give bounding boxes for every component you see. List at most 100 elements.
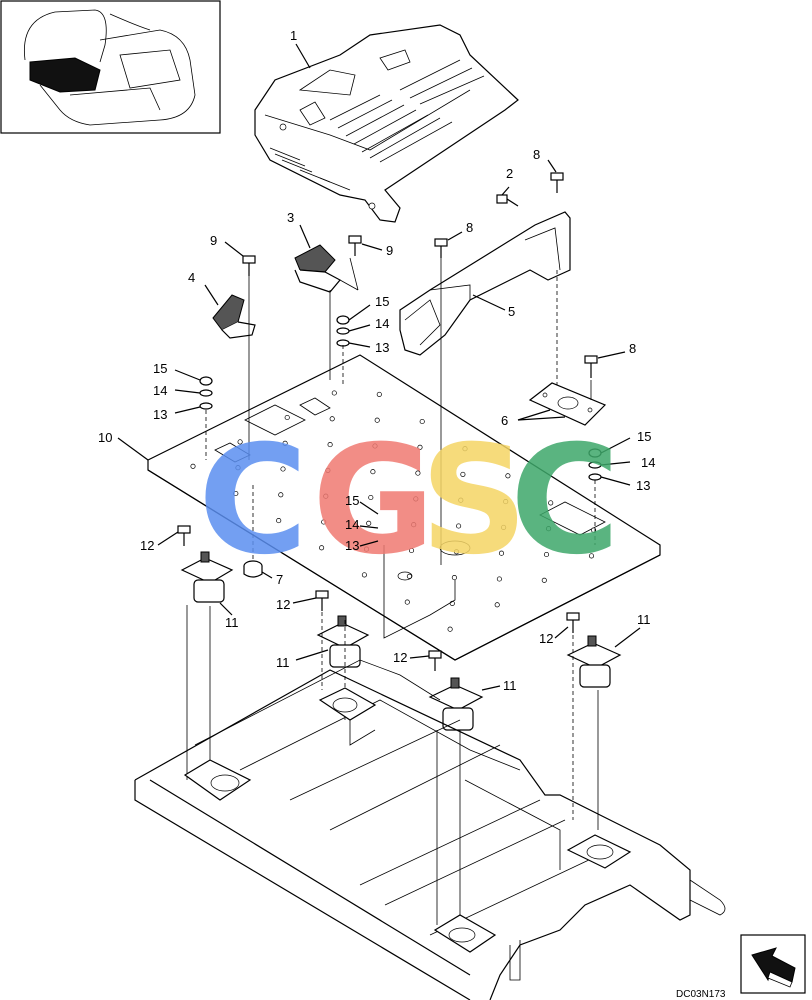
plate-hole [280,466,286,472]
plate-hole [543,551,550,558]
plate-hole [453,549,460,555]
plate-hole [541,577,547,583]
plate-part-6 [517,382,607,426]
plate-hole [413,496,419,502]
plate-hole [404,599,410,605]
plate-hole [329,416,335,422]
plate-hole [374,417,380,423]
callout-12-a: 12 [140,538,154,553]
callout-7: 7 [276,572,283,587]
plate-hole [501,524,507,530]
callout-15-upper: 15 [375,294,389,309]
mount-part-11-c [428,677,501,731]
plate-hole [460,471,466,477]
plate-hole [370,469,376,475]
callout-14-center: 14 [345,517,359,532]
bolt-part-12-c [554,612,580,639]
plate-hole [368,494,374,501]
plate-hole [494,602,500,608]
callout-13-right: 13 [636,478,650,493]
plate-hole [451,575,457,581]
watermark-letter-4: C [510,414,620,588]
bolt-part-9-left [224,241,256,276]
locator-inset [0,0,221,134]
mount-part-11-b [295,615,370,668]
callout-11-c: 11 [503,678,517,693]
bolt-part-8-right [584,351,626,378]
plate-hole [419,418,425,425]
callout-9-left: 9 [210,233,217,248]
bolt-part-8-top [547,159,564,193]
plate-hole [278,492,284,498]
plate-hole [447,626,453,632]
plate-hole [372,443,378,449]
plate-hole [190,463,196,469]
washer-stack-left [174,369,213,414]
callout-3: 3 [287,210,294,225]
callout-12-b: 12 [276,597,290,612]
plate-hole [325,467,331,473]
callout-12-c: 12 [539,631,553,646]
plate-hole [319,545,325,551]
watermark-letter-3: S [420,414,528,588]
plug-part-7 [243,560,273,579]
orientation-arrow-icon [740,934,806,994]
plate-hole [284,414,290,421]
plate-hole [331,390,337,396]
callout-15-center: 15 [345,493,359,508]
plate-hole [546,526,552,532]
callout-6: 6 [501,413,508,428]
plate-hole [505,473,511,479]
drawing-code: DC03N173 [676,989,726,1000]
floor-mat-part-1 [254,24,519,223]
bolt-part-12-d [409,650,442,671]
bolt-part-12-a [157,525,191,546]
callout-13-left: 13 [153,407,167,422]
callout-13-center: 13 [345,538,359,553]
plate-hole [503,499,509,505]
callout-8-top: 8 [533,147,540,162]
callout-14-left: 14 [153,383,167,398]
callout-14-upper: 14 [375,316,389,331]
callout-5: 5 [508,304,515,319]
callout-12-d: 12 [393,650,407,665]
plate-hole [498,550,505,556]
plate-hole [411,522,417,528]
callout-1: 1 [290,28,297,43]
plate-hole [588,553,595,559]
plate-hole [233,490,239,497]
plate-hole [327,442,333,448]
floor-plate-part-10 [117,354,661,661]
bracket-part-5 [399,211,571,356]
plate-hole [417,444,423,450]
callout-14-right: 14 [641,455,655,470]
pedal-part-3 [294,224,359,293]
callout-11-d: 11 [637,612,651,627]
plate-hole-pattern [190,390,597,632]
watermark-letter-2: G [312,414,435,588]
callout-4: 4 [188,270,195,285]
machine-base-frame [134,659,726,1000]
plate-hole [458,497,464,503]
callout-labels: 1 2 3 4 5 6 7 8 8 8 9 9 10 11 11 11 11 1… [98,28,655,693]
callout-9-right: 9 [386,243,393,258]
callout-15-left: 15 [153,361,167,376]
plate-hole [235,465,241,471]
callout-8-right: 8 [629,341,636,356]
plate-hole [366,520,372,526]
plate-hole [282,440,288,446]
bolt-part-8-middle [434,231,463,258]
plate-hole [363,546,370,552]
plate-hole [276,518,282,524]
plate-hole [548,500,554,506]
bolt-part-12-b [292,590,329,611]
watermark-letter-1: C [198,414,308,588]
callout-10: 10 [98,430,112,445]
alignment-lines [186,258,599,925]
plate-hole [415,470,421,476]
plate-hole [237,439,243,445]
plate-hole [376,391,382,397]
seat-floor-highlight [29,57,101,93]
callout-11-b: 11 [276,655,290,670]
